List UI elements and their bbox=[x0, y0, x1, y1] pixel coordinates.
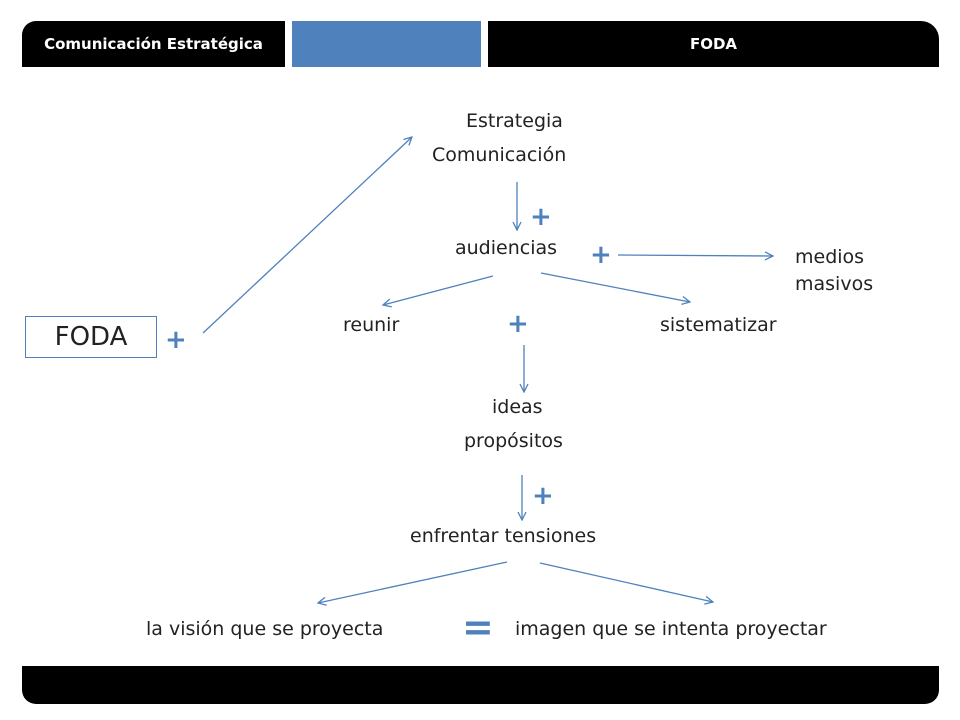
plus-sign: + bbox=[532, 481, 554, 511]
plus-sign: + bbox=[507, 309, 529, 339]
header-tab-label: Comunicación Estratégica bbox=[44, 35, 263, 53]
estrategia-label: Estrategia bbox=[466, 110, 563, 132]
masivos-label: masivos bbox=[795, 273, 874, 295]
arrow-foda-to-estrategia bbox=[202, 137, 412, 334]
plus-sign: + bbox=[530, 202, 552, 232]
foda-box: FODA bbox=[25, 316, 157, 358]
plus-sign: + bbox=[165, 325, 187, 355]
propositos-label: propósitos bbox=[464, 430, 563, 452]
header-tab-comunicacion: Comunicación Estratégica bbox=[22, 21, 285, 67]
ideas-label: ideas bbox=[492, 396, 543, 418]
arrow-audiencias-to-sistematizar bbox=[540, 272, 690, 302]
arrow-audiencias-to-medios bbox=[617, 255, 773, 256]
arrow-enfrentar-to-imagen bbox=[539, 562, 713, 602]
imagen-label: imagen que se intenta proyectar bbox=[515, 618, 827, 640]
equals-sign: = bbox=[462, 605, 494, 649]
enfrentar-tensiones-label: enfrentar tensiones bbox=[410, 525, 597, 547]
comunicacion-label: Comunicación bbox=[432, 144, 567, 166]
arrow-enfrentar-to-vision bbox=[318, 561, 508, 603]
foda-label: FODA bbox=[54, 322, 128, 352]
reunir-label: reunir bbox=[343, 314, 400, 336]
header-tab-label: FODA bbox=[689, 35, 738, 53]
sistematizar-label: sistematizar bbox=[660, 314, 777, 336]
vision-label: la visión que se proyecta bbox=[146, 618, 384, 640]
footer-bar bbox=[22, 666, 939, 704]
medios-label: medios bbox=[795, 246, 865, 268]
audiencias-label: audiencias bbox=[455, 237, 558, 259]
header-tab-foda: FODA bbox=[488, 21, 939, 67]
arrow-audiencias-to-reunir bbox=[383, 275, 494, 305]
plus-sign: + bbox=[590, 240, 612, 270]
header-tab-blank bbox=[292, 21, 481, 67]
